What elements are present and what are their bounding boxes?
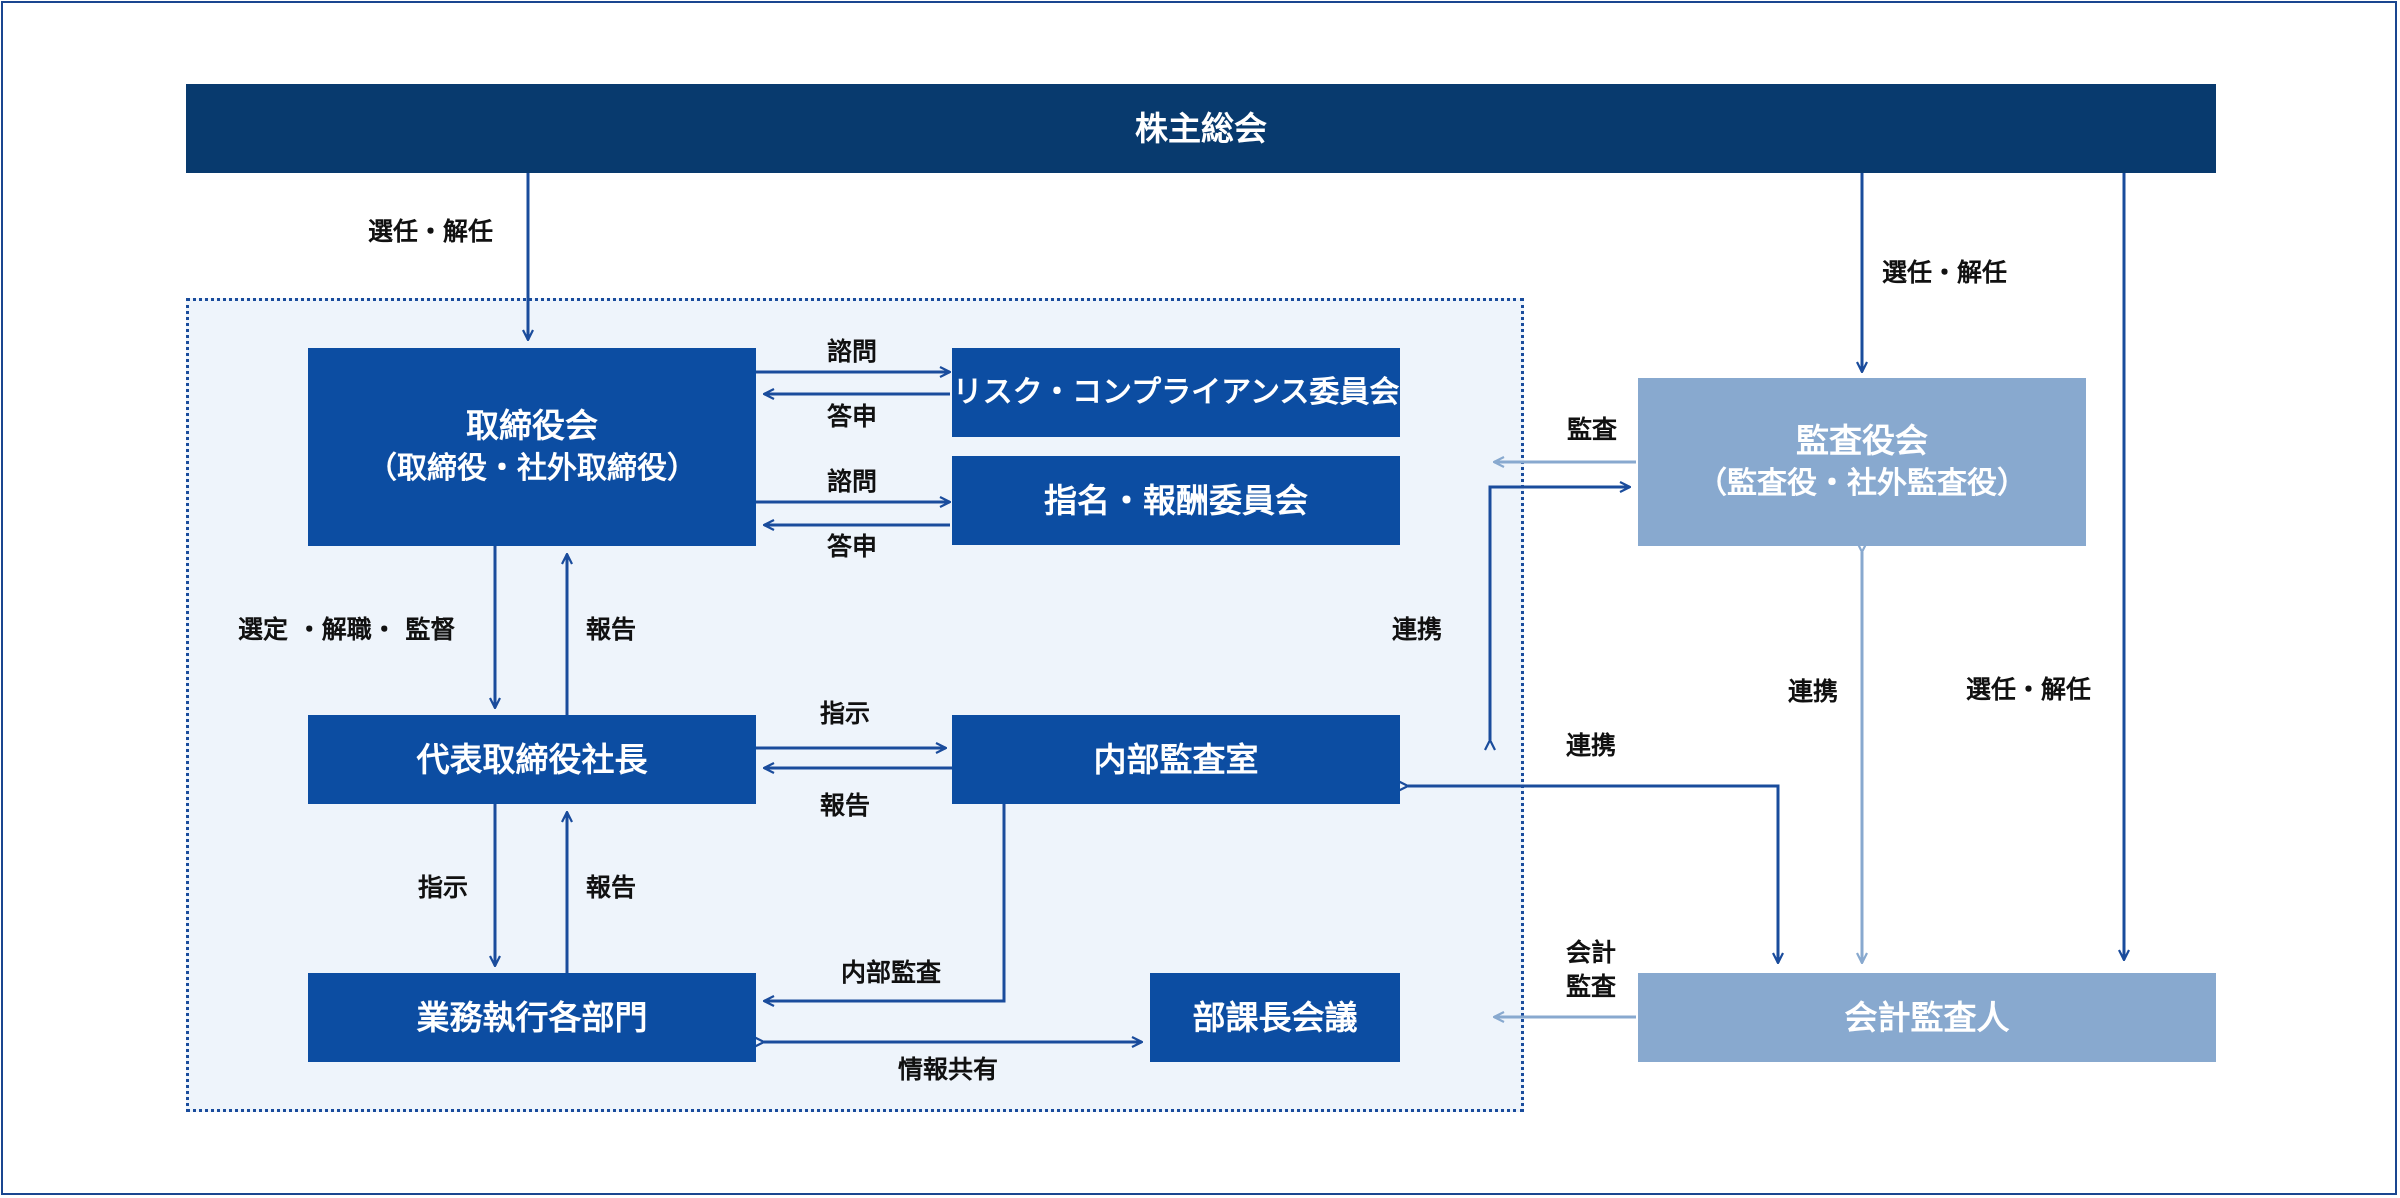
internal-audit-office-label: 内部監査室	[1093, 739, 1259, 779]
risk-committee-label: リスク・コンプライアンス委員会	[952, 374, 1400, 410]
board-of-directors-box: 取締役会 （取締役・社外取締役）	[308, 348, 756, 546]
label-internal-audit: 内部監査	[841, 958, 942, 987]
accounting-auditor-label: 会計監査人	[1844, 997, 2010, 1037]
label-accounting-audit-1: 会計	[1566, 938, 1617, 967]
label-consult-nomination: 諮問	[827, 467, 878, 496]
label-info-sharing: 情報共有	[898, 1055, 999, 1084]
audit-board-subtitle: （監査役・社外監査役）	[1697, 466, 2027, 501]
audit-board-title: 監査役会	[1796, 421, 1928, 460]
label-report-nomination: 答申	[827, 532, 878, 561]
label-cooperation-audit-office-accounting: 連携	[1566, 731, 1617, 760]
president-box: 代表取締役社長	[308, 715, 756, 804]
risk-committee-box: リスク・コンプライアンス委員会	[952, 348, 1400, 437]
label-report-audit-office: 報告	[820, 791, 871, 820]
arrow-cooperation-to-accounting	[1408, 786, 1778, 963]
label-appoint-dismiss-auditors: 選任・解任	[1882, 258, 2008, 287]
accounting-auditor-box: 会計監査人	[1638, 973, 2216, 1062]
audit-board-box: 監査役会 （監査役・社外監査役）	[1638, 378, 2086, 546]
label-report-risk: 答申	[827, 402, 878, 431]
business-divisions-box: 業務執行各部門	[308, 973, 756, 1062]
label-select-dismiss-supervise: 選定 ・解職・ 監督	[238, 615, 456, 644]
label-report-to-board: 報告	[586, 615, 637, 644]
label-report-divisions: 報告	[586, 873, 637, 902]
label-cooperation-auditors-accounting: 連携	[1788, 677, 1839, 706]
nomination-committee-box: 指名・報酬委員会	[952, 456, 1400, 545]
label-instruct-divisions: 指示	[418, 873, 469, 902]
label-audit: 監査	[1567, 415, 1618, 444]
shareholders-meeting-box: 株主総会	[186, 84, 2216, 173]
label-appoint-dismiss-accounting: 選任・解任	[1966, 675, 2092, 704]
managers-meeting-label: 部課長会議	[1192, 997, 1358, 1037]
managers-meeting-box: 部課長会議	[1150, 973, 1400, 1062]
label-consult-risk: 諮問	[827, 337, 878, 366]
board-subtitle: （取締役・社外取締役）	[367, 451, 697, 486]
nomination-committee-label: 指名・報酬委員会	[1044, 480, 1308, 520]
business-divisions-label: 業務執行各部門	[416, 997, 648, 1037]
internal-audit-office-box: 内部監査室	[952, 715, 1400, 804]
shareholders-meeting-label: 株主総会	[1135, 108, 1267, 148]
label-instruct-audit-office: 指示	[820, 699, 871, 728]
label-appoint-dismiss-board: 選任・解任	[368, 217, 494, 246]
president-label: 代表取締役社長	[416, 739, 648, 779]
arrow-internal-audit	[764, 804, 1006, 1001]
board-title: 取締役会	[466, 406, 598, 445]
label-cooperation-audit-office: 連携	[1392, 615, 1443, 644]
label-accounting-audit-2: 監査	[1566, 972, 1617, 1001]
arrow-cooperation-to-auditors	[1490, 487, 1630, 740]
